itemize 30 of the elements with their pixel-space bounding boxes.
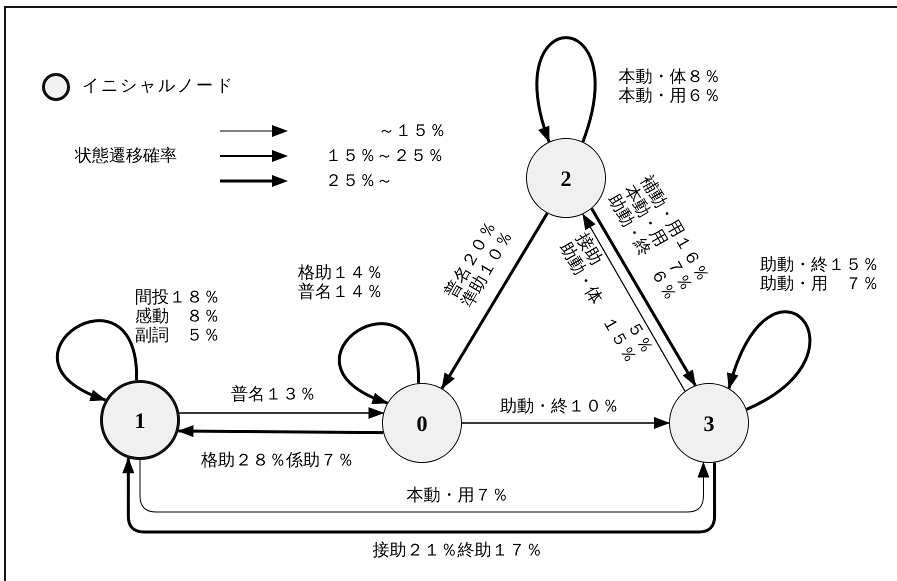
edge-label: 普名２０％準助１０％: [441, 216, 518, 310]
state-number: 3: [704, 410, 714, 438]
self-loop-arrow: [56, 319, 138, 402]
state-number: 2: [560, 164, 572, 192]
edge-label: 本動・用７％: [406, 486, 510, 504]
self-loop-arrow: [535, 36, 597, 143]
state-number: 1: [134, 406, 146, 434]
transition-arrow: [590, 208, 697, 386]
edge-label: 普名１３％: [230, 384, 317, 404]
edge-label: 本動・体８％本動・用６％: [618, 67, 722, 105]
legend-text: １５％～２５％: [325, 146, 444, 166]
edge-label: 格助１４％普名１４％: [298, 263, 384, 301]
transition-arrow: [440, 212, 548, 390]
transition-arrow: [140, 460, 710, 512]
edge-label: 補動・用１６％本動・用 ７％助動・終 ６％: [604, 172, 714, 306]
legend-text: イニシャルノード: [82, 76, 234, 96]
self-loop-arrow: [728, 310, 812, 411]
edge-label: 格助２８％係助７％: [200, 450, 355, 470]
transition-arrow: [462, 417, 670, 429]
legend-text: ２５％～: [325, 171, 393, 191]
transition-arrow: [582, 213, 686, 392]
self-loop-arrow: [338, 322, 420, 404]
edge-label: 間投１８％感動 ８％副詞 ５％: [134, 288, 221, 344]
transition-arrow: [179, 407, 384, 419]
legend-title: 状態遷移確率: [75, 146, 177, 166]
edge-label: 接助２１％終助１７％: [372, 540, 544, 560]
legend-text: ～１５％: [378, 121, 446, 141]
state-number: 0: [416, 410, 428, 438]
edge-label: 助動・終１０％: [500, 396, 620, 416]
edge-label: 助動・終１５％助動・用 ７％: [760, 255, 880, 293]
